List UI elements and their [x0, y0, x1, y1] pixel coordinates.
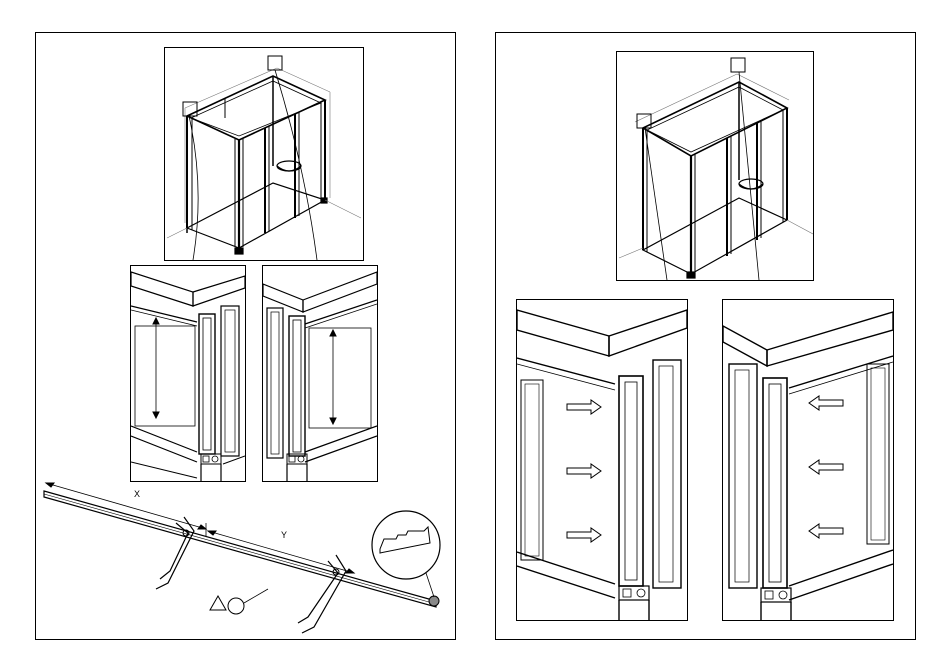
shower-enclosure-illustration — [617, 52, 813, 280]
corner-detail-illustration — [263, 266, 377, 481]
corner-detail-arrows-illustration — [723, 300, 893, 620]
detail-panel-left-a — [130, 265, 246, 482]
instruction-page-right — [495, 32, 916, 640]
circle-icon — [228, 598, 244, 614]
overview-panel-right — [616, 51, 814, 281]
profile-cutting-illustration: X Y — [36, 473, 455, 639]
shower-enclosure-illustration — [165, 48, 363, 260]
arrow-right-icon — [567, 464, 601, 478]
profile-section-icon — [372, 511, 440, 579]
arrow-right-icon — [567, 400, 601, 414]
dimension-x-label: X — [134, 489, 140, 499]
detail-panel-right-b — [722, 299, 894, 621]
arrow-left-icon — [809, 396, 843, 410]
instruction-page-left: X Y — [35, 32, 456, 640]
detail-panel-right-a — [516, 299, 688, 621]
arrow-left-icon — [809, 460, 843, 474]
detail-panel-left-b — [262, 265, 378, 482]
arrow-left-icon — [809, 524, 843, 538]
corner-detail-arrows-illustration — [517, 300, 687, 620]
arrow-right-icon — [567, 528, 601, 542]
dimension-y-label: Y — [281, 530, 287, 540]
overview-panel-left — [164, 47, 364, 261]
corner-detail-illustration — [131, 266, 245, 481]
triangle-icon — [210, 596, 226, 610]
